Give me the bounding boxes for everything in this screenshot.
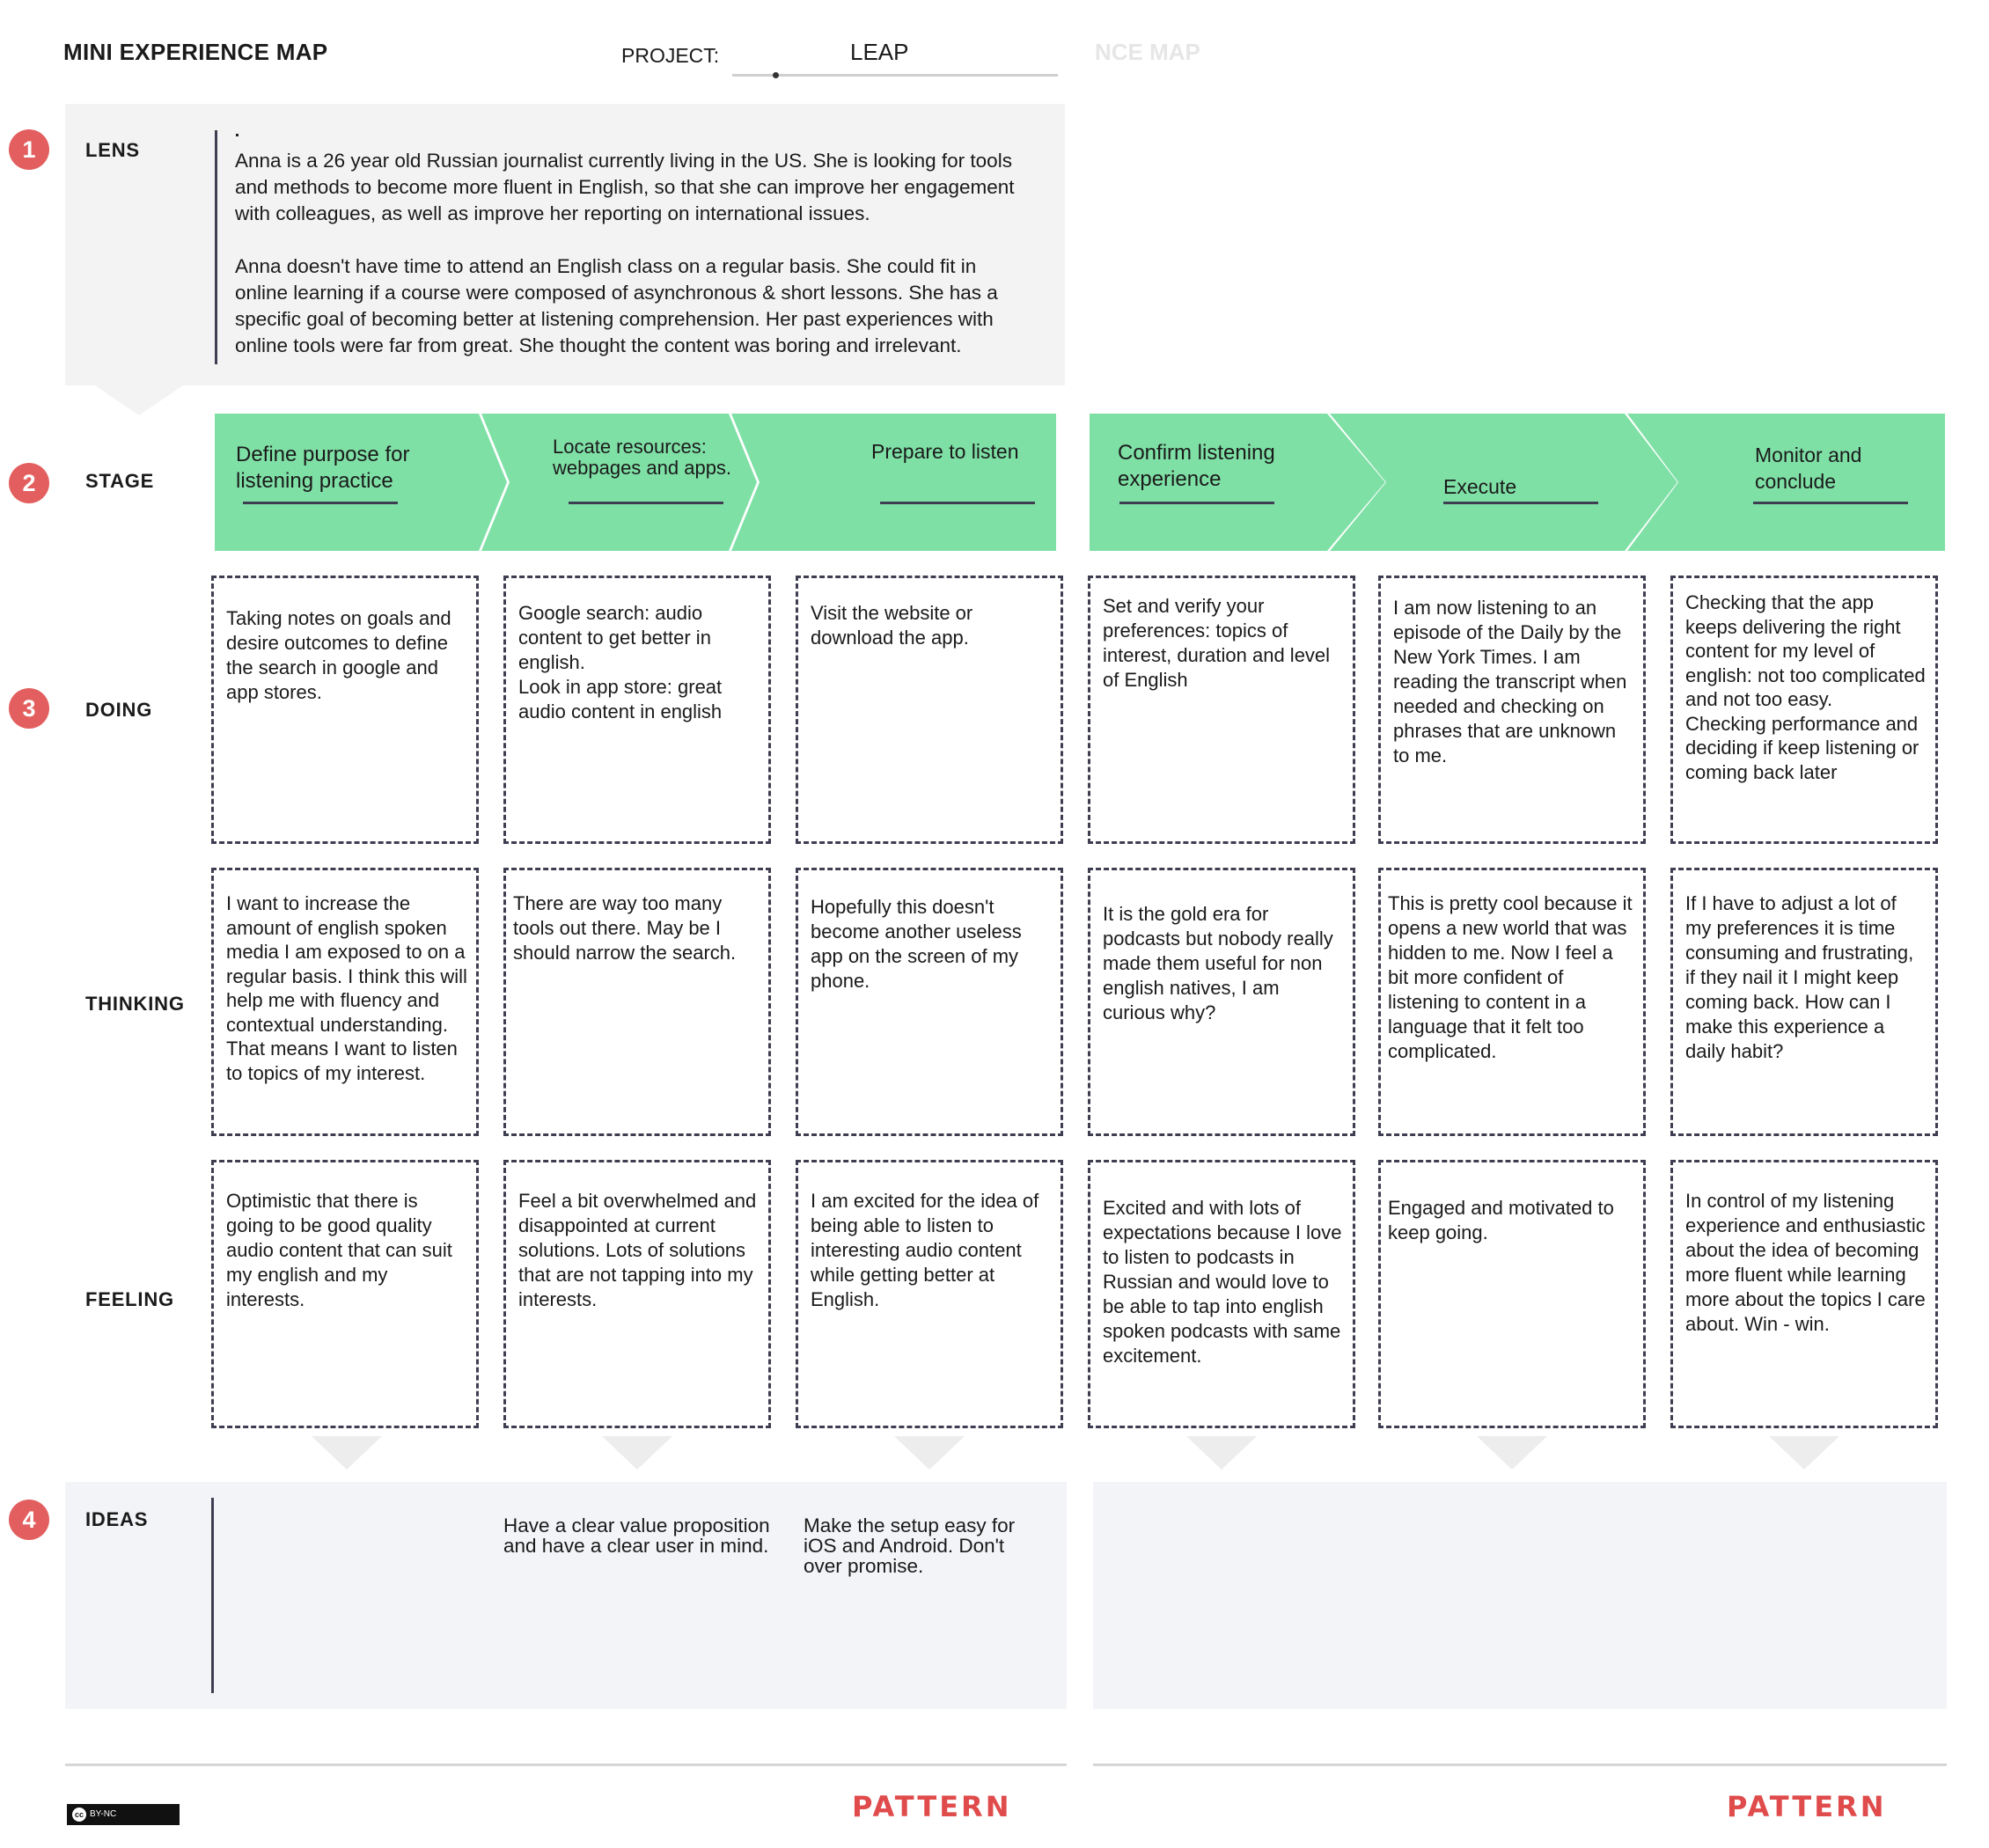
cc-icon: cc [72,1808,86,1822]
stage-label: STAGE [85,470,155,492]
ghost-title: NCE MAP [1095,39,1200,65]
stage-chevron-5 [1330,414,1677,551]
down-arrow [1477,1436,1547,1470]
ideas-divider [211,1498,214,1693]
stage-underline-2 [569,502,723,504]
feeling-card-5[interactable]: Engaged and motivated to keep going. [1378,1160,1646,1428]
idea-note-1[interactable]: Have a clear value proposition and have … [503,1514,770,1557]
cursor-dot [773,72,779,78]
footer-divider [1093,1764,1947,1766]
card-text: It is the gold era for podcasts but nobo… [1103,903,1333,1023]
stage-title-5[interactable]: Execute [1443,475,1517,498]
thinking-card-3[interactable]: Hopefully this doesn't become another us… [796,868,1063,1136]
card-text: Feel a bit overwhelmed and disappointed … [518,1190,757,1310]
stage-arrows [215,414,1945,551]
stage-title-3[interactable]: Prepare to listen [871,440,1019,463]
card-text: Excited and with lots of expectations be… [1103,1197,1342,1367]
thinking-card-4[interactable]: It is the gold era for podcasts but nobo… [1088,868,1355,1136]
ideas-panel-left [65,1482,1067,1709]
stage-chevron-6 [1627,414,1945,551]
project-name-field[interactable]: LEAP [850,39,909,65]
lens-bullet [236,134,239,136]
thinking-label: THINKING [85,993,185,1015]
card-text: Engaged and motivated to keep going. [1388,1197,1614,1243]
stage-number-badge: 2 [9,463,49,503]
feeling-card-4[interactable]: Excited and with lots of expectations be… [1088,1160,1355,1428]
doing-card-3[interactable]: Visit the website or download the app. [796,576,1063,844]
card-text: Visit the website or download the app. [811,602,973,649]
card-text: I am now listening to an episode of the … [1393,597,1627,766]
doing-card-2[interactable]: Google search: audio content to get bett… [503,576,771,844]
stage-chevron-1 [215,414,507,551]
lens-label: LENS [85,139,140,161]
license-text: BY-NC [90,1809,117,1819]
card-text: Checking that the app keeps delivering t… [1685,591,1926,783]
lens-pointer [95,385,183,415]
doing-number-badge: 3 [9,688,49,729]
down-arrow [894,1436,965,1470]
down-arrow [1186,1436,1257,1470]
lens-panel [65,104,1065,385]
thinking-card-1[interactable]: I want to increase the amount of english… [211,868,479,1136]
project-label: PROJECT: [621,44,720,67]
doing-label: DOING [85,699,153,721]
ideas-number-badge: 4 [9,1500,49,1540]
doing-card-1[interactable]: Taking notes on goals and desire outcome… [211,576,479,844]
stage-underline-1 [243,502,398,504]
feeling-card-1[interactable]: Optimistic that there is going to be goo… [211,1160,479,1428]
project-field-underline [732,74,1058,77]
card-text: I want to increase the amount of english… [226,892,467,1084]
card-text: There are way too many tools out there. … [513,892,737,964]
card-text: Hopefully this doesn't become another us… [811,896,1022,992]
card-text: If I have to adjust a lot of my preferen… [1685,892,1914,1062]
lens-description[interactable]: Anna is a 26 year old Russian journalist… [235,148,1027,385]
doing-card-6[interactable]: Checking that the app keeps delivering t… [1670,576,1938,844]
feeling-label: FEELING [85,1288,174,1310]
stage-title-2[interactable]: Locate resources: webpages and apps. [553,436,732,479]
idea-note-2[interactable]: Make the setup easy for iOS and Android.… [804,1514,1016,1577]
lens-paragraph: Anna is a 26 year old Russian journalist… [235,150,1015,224]
card-text: In control of my listening experience an… [1685,1190,1926,1335]
stage-title-6[interactable]: Monitor and conclude [1755,444,1862,493]
thinking-card-2[interactable]: There are way too many tools out there. … [503,868,771,1136]
ideas-panel-right [1093,1482,1947,1709]
card-text: Taking notes on goals and desire outcome… [226,607,451,703]
creative-commons-badge[interactable]: cc BY-NC [67,1804,180,1825]
down-arrow [1769,1436,1839,1470]
lens-number-badge: 1 [9,129,49,170]
card-text: Optimistic that there is going to be goo… [226,1190,452,1310]
doing-card-5[interactable]: I am now listening to an episode of the … [1378,576,1646,844]
pattern-logo: PATTERN [852,1790,1012,1823]
card-text: Google search: audio content to get bett… [518,602,723,722]
lens-divider [215,130,217,364]
stage-underline-5 [1443,502,1598,504]
card-text: This is pretty cool because it opens a n… [1388,892,1633,1062]
stage-title-4[interactable]: Confirm listening experience [1118,441,1275,491]
stage-underline-3 [880,502,1035,504]
down-arrow [602,1436,672,1470]
thinking-card-6[interactable]: If I have to adjust a lot of my preferen… [1670,868,1938,1136]
lens-paragraph: Anna doesn't have time to attend an Engl… [235,255,998,356]
stage-chevron-3 [731,414,1056,551]
card-text: I am excited for the idea of being able … [811,1190,1039,1310]
feeling-card-3[interactable]: I am excited for the idea of being able … [796,1160,1063,1428]
card-text: Set and verify your preferences: topics … [1103,595,1331,691]
feeling-card-2[interactable]: Feel a bit overwhelmed and disappointed … [503,1160,771,1428]
stage-title-1[interactable]: Define purpose for listening practice [236,443,410,493]
pattern-logo-right: PATTERN [1727,1790,1887,1823]
stage-underline-4 [1119,502,1274,504]
thinking-card-5[interactable]: This is pretty cool because it opens a n… [1378,868,1646,1136]
ideas-label: IDEAS [85,1508,149,1530]
doing-card-4[interactable]: Set and verify your preferences: topics … [1088,576,1355,844]
stage-underline-6 [1753,502,1908,504]
footer-divider [65,1764,1067,1766]
feeling-card-6[interactable]: In control of my listening experience an… [1670,1160,1938,1428]
down-arrow [312,1436,382,1470]
stage-chevron-4 [1090,414,1385,551]
stage-chevron-2 [481,414,757,551]
map-title: MINI EXPERIENCE MAP [63,39,328,65]
